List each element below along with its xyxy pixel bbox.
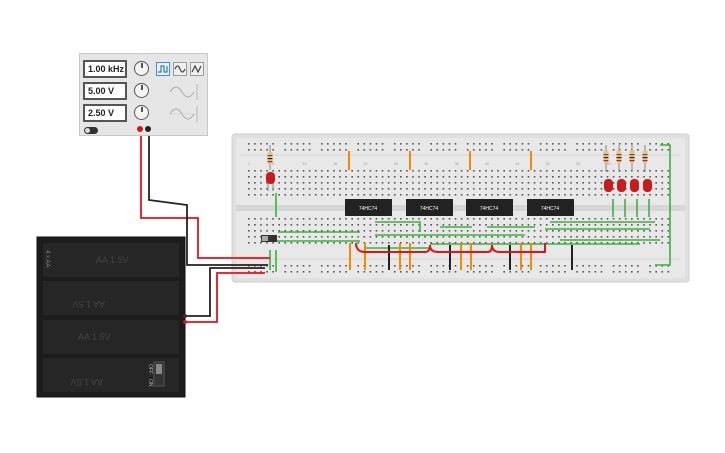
led-left[interactable] <box>266 172 275 191</box>
column-number: 5 <box>272 162 274 166</box>
battery-cell-1: AA 1.5V <box>96 255 129 265</box>
sine-wave-icon <box>174 65 186 73</box>
column-number: 50 <box>546 162 550 166</box>
offset-wave-icon <box>168 106 198 122</box>
leds-right[interactable] <box>604 179 652 192</box>
column-number: 25 <box>394 162 398 166</box>
chip-1[interactable]: 74HC74 <box>345 199 392 216</box>
column-number: 45 <box>516 162 520 166</box>
jumper-wires-bottom[interactable] <box>349 242 573 270</box>
chip-4[interactable]: 74HC74 <box>527 199 574 216</box>
amplitude-wave-icon <box>169 84 198 100</box>
battery-switch[interactable]: OFF ON <box>147 361 165 387</box>
chip-2[interactable]: 74HC74 <box>406 199 453 216</box>
triangle-wave-button[interactable] <box>190 62 204 76</box>
dc-offset-knob[interactable] <box>134 105 149 120</box>
orange-wires-top[interactable] <box>348 151 532 170</box>
battery-cell-4: AA 1.5V <box>70 377 103 387</box>
column-number: 1 <box>248 162 250 166</box>
battery-pack-title: 4 x AA <box>44 250 50 267</box>
column-number: 30 <box>424 162 428 166</box>
chip-3[interactable]: 74HC74 <box>466 199 513 216</box>
amplitude-knob[interactable] <box>134 83 149 98</box>
chip-2-label: 74HC74 <box>420 206 439 212</box>
breadboard-switch[interactable] <box>261 235 277 242</box>
dc-offset-field[interactable]: 2.50 V <box>83 104 127 122</box>
battery-cell-3: AA 1.5V <box>78 332 111 342</box>
battery-switch-on-label: ON <box>147 379 153 387</box>
green-wires[interactable] <box>269 144 671 272</box>
battery-switch-off-label: OFF <box>147 364 153 374</box>
resistors-right[interactable] <box>603 145 648 172</box>
square-wave-icon <box>158 65 168 73</box>
chip-1-label: 74HC74 <box>359 206 378 212</box>
column-number: 20 <box>364 162 368 166</box>
column-number: 15 <box>333 162 337 166</box>
output-terminals[interactable] <box>136 124 154 134</box>
column-number: 10 <box>303 162 307 166</box>
battery-cell-2: AA 1.5V <box>72 299 105 309</box>
amplitude-field[interactable]: 5.00 V <box>83 82 127 100</box>
frequency-knob[interactable] <box>134 61 149 76</box>
triangle-wave-icon <box>191 64 202 74</box>
sine-wave-button[interactable] <box>173 62 187 76</box>
column-number: 35 <box>455 162 459 166</box>
column-number: 40 <box>485 162 489 166</box>
chip-3-label: 74HC74 <box>480 206 499 212</box>
column-number: 60 <box>607 162 611 166</box>
frequency-field[interactable]: 1.00 kHz <box>83 60 127 78</box>
resistor-left[interactable] <box>267 145 273 170</box>
power-wires[interactable] <box>140 136 270 323</box>
battery-pack[interactable]: 4 x AA AA 1.5V AA 1.5V AA 1.5V AA 1.5V O… <box>36 236 187 398</box>
square-wave-button[interactable] <box>156 62 170 76</box>
power-toggle[interactable] <box>84 127 98 134</box>
column-number: 55 <box>576 162 580 166</box>
function-generator: 1.00 kHz 5.00 V 2.50 V <box>79 53 208 136</box>
chip-4-label: 74HC74 <box>541 206 560 212</box>
